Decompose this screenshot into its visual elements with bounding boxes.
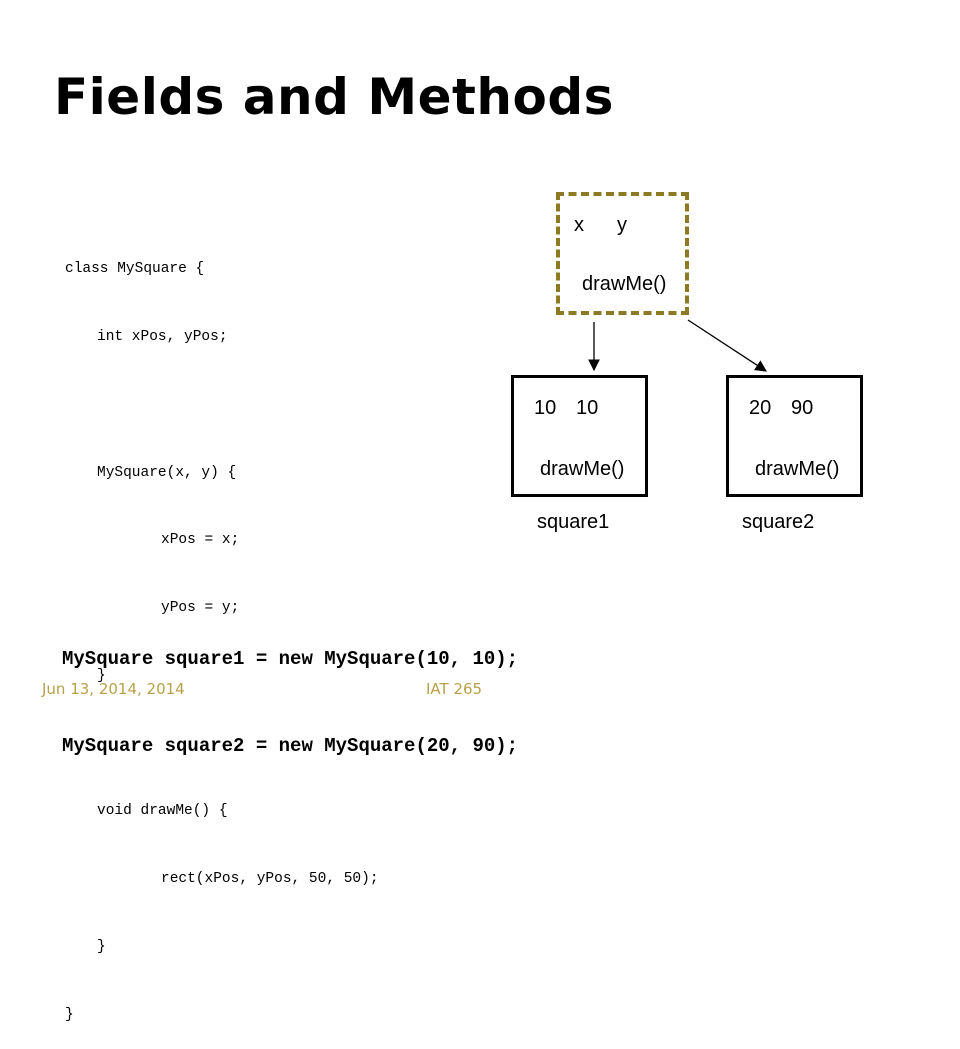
code-line: yPos = y; bbox=[161, 600, 240, 617]
code-line: rect(xPos, yPos, 50, 50); bbox=[161, 871, 379, 888]
instantiation-line-1: MySquare square1 = new MySquare(10, 10); bbox=[62, 648, 519, 670]
instance-arrows bbox=[588, 319, 767, 372]
arrow-to-square2 bbox=[687, 319, 767, 372]
slide-title: Fields and Methods bbox=[54, 68, 614, 126]
footer-course: IAT 265 bbox=[426, 680, 483, 698]
code-line: MySquare(x, y) { bbox=[97, 464, 237, 481]
code-line: void drawMe() { bbox=[97, 803, 228, 820]
code-line: } bbox=[65, 1006, 74, 1023]
class-template-box: x y drawMe() bbox=[556, 192, 689, 315]
object-y-value: 90 bbox=[791, 397, 814, 419]
code-line: class MySquare { bbox=[65, 261, 205, 278]
instantiation-line-2: MySquare square2 = new MySquare(20, 90); bbox=[62, 735, 519, 757]
class-field-y: y bbox=[617, 214, 627, 236]
footer-date: Jun 13, 2014, 2014 bbox=[42, 680, 185, 698]
object-method: drawMe() bbox=[540, 458, 625, 480]
object-x-value: 10 bbox=[534, 397, 557, 419]
code-line: } bbox=[97, 667, 106, 684]
object-name-square2: square2 bbox=[742, 511, 815, 533]
code-line: } bbox=[97, 939, 106, 955]
object-method: drawMe() bbox=[755, 458, 840, 480]
object-y-value: 10 bbox=[576, 397, 599, 419]
object-name-square1: square1 bbox=[537, 511, 610, 533]
class-method-drawme: drawMe() bbox=[582, 273, 667, 295]
class-field-x: x bbox=[574, 214, 584, 236]
object-box-square1: 10 10 drawMe() bbox=[511, 375, 648, 497]
object-box-square2: 20 90 drawMe() bbox=[726, 375, 863, 497]
code-line: int xPos, yPos; bbox=[97, 328, 228, 345]
object-x-value: 20 bbox=[749, 397, 772, 419]
code-line: xPos = x; bbox=[161, 532, 240, 549]
